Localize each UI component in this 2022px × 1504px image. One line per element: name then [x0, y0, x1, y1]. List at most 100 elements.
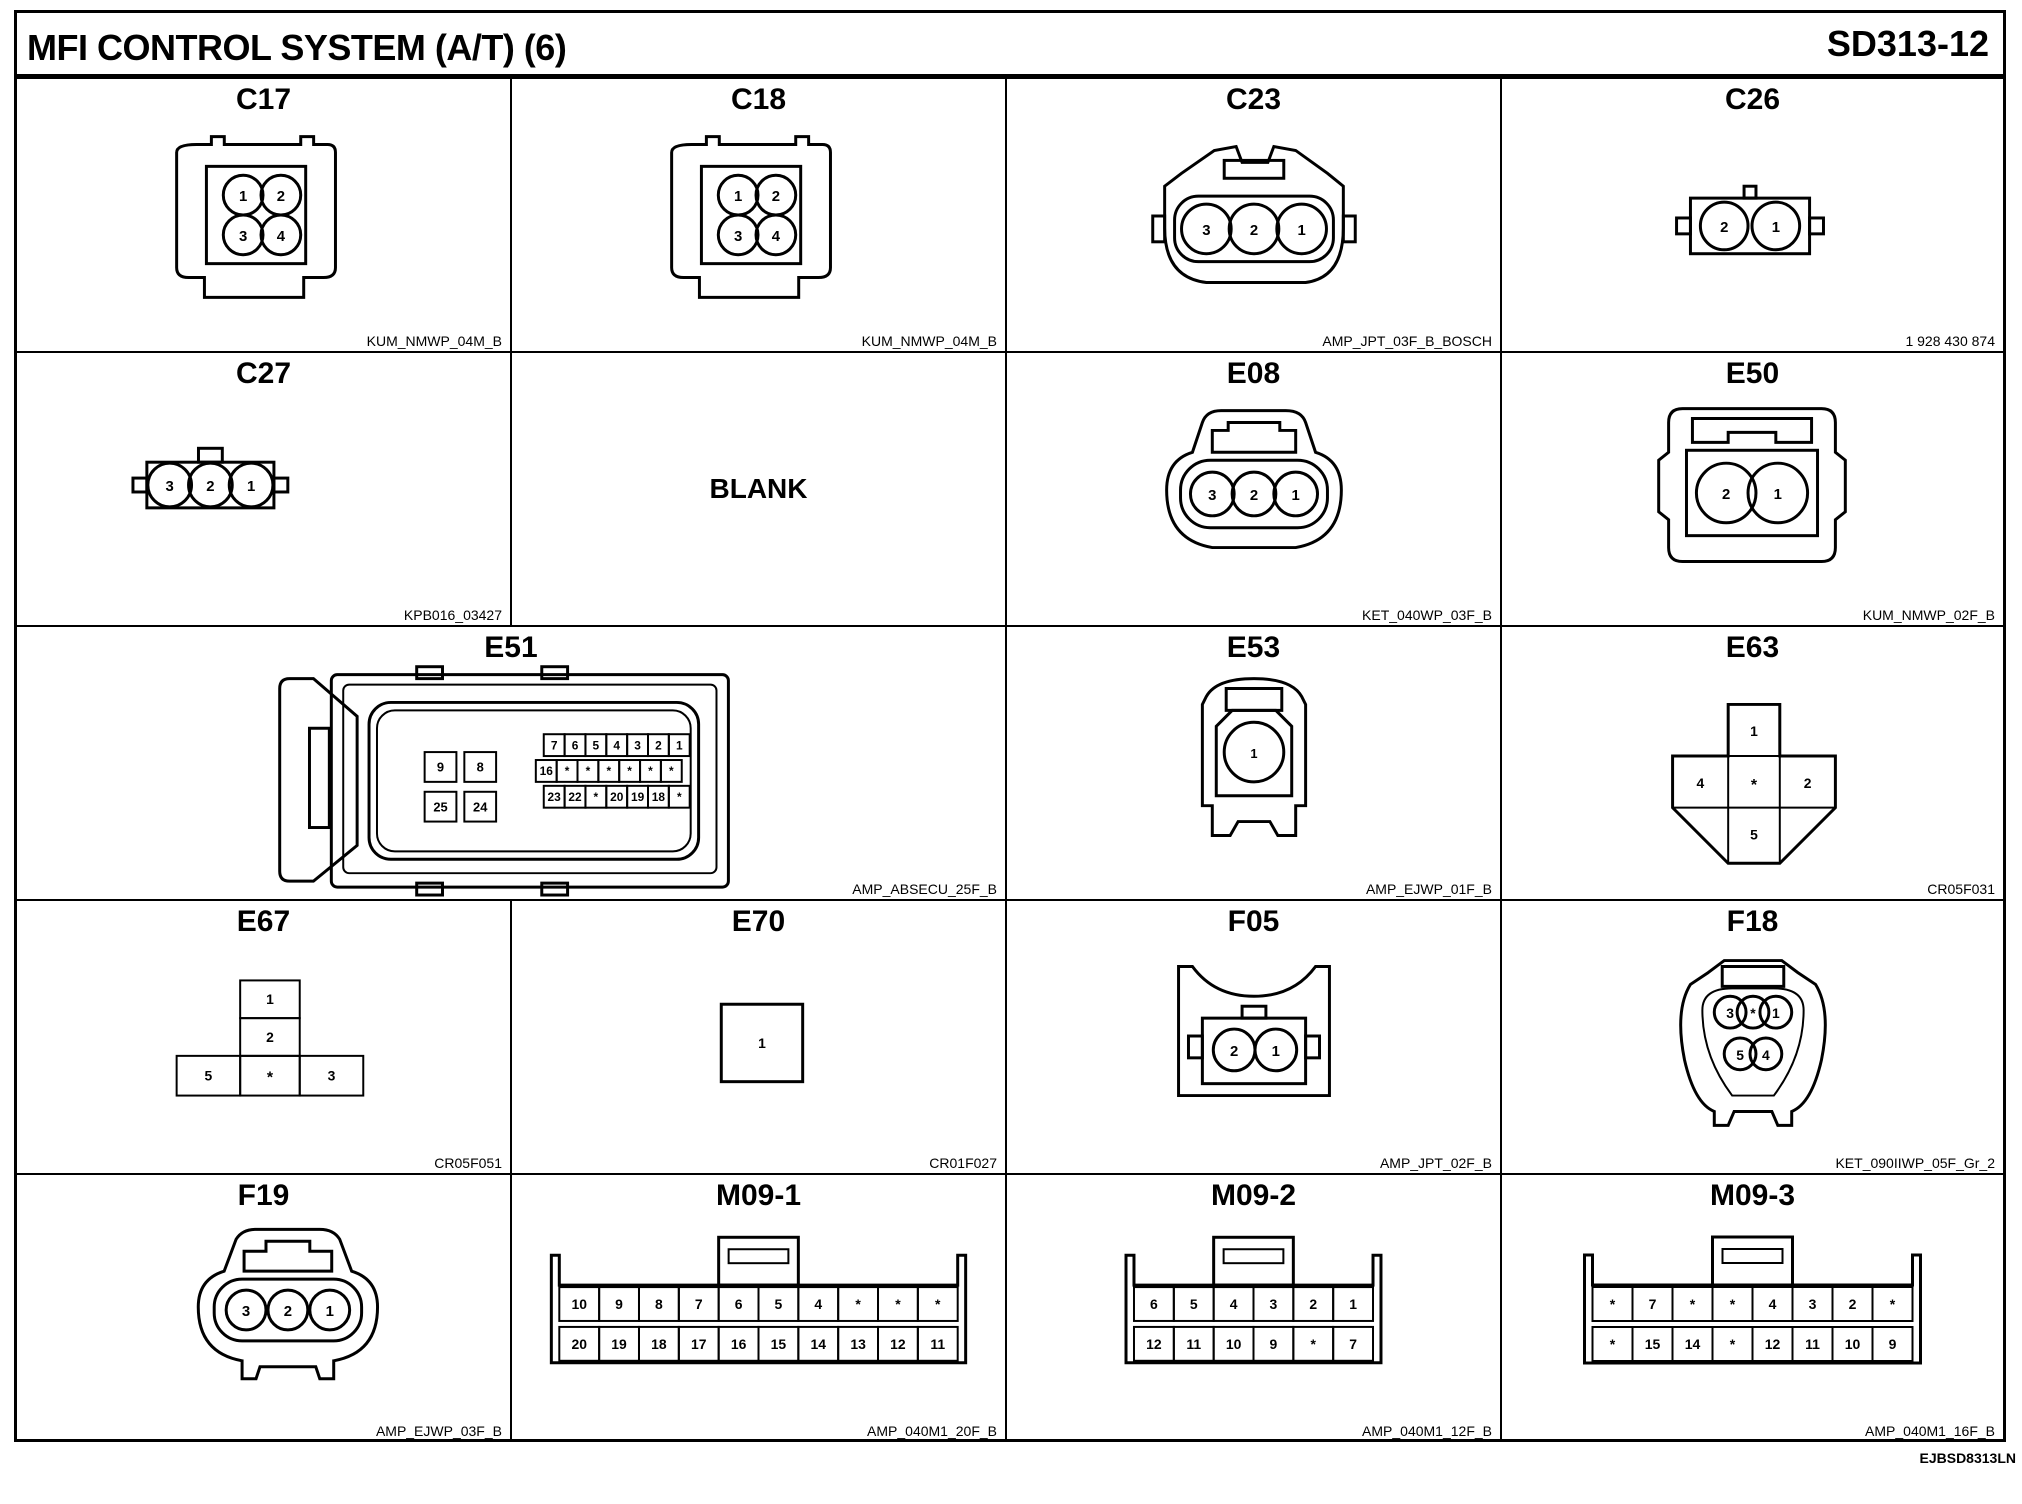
cell-e70: E70 1 CR01F027	[512, 901, 1007, 1175]
pin-label: 11	[930, 1336, 945, 1352]
pin-label: 2	[1722, 487, 1730, 503]
terminal-cavity	[1332, 1325, 1375, 1362]
pin-label: 16	[540, 764, 554, 778]
connector-name: E67	[236, 905, 291, 938]
terminal-cavity	[667, 784, 691, 809]
terminal-cavity	[1871, 1286, 1914, 1322]
pin-label: 5	[1750, 826, 1758, 842]
pin-label: 4	[277, 229, 286, 245]
pin-label: 1	[676, 738, 683, 752]
pin-label: *	[895, 1296, 901, 1312]
pin-label: 3	[1809, 1296, 1817, 1312]
pin-label: 5	[593, 738, 600, 752]
header-latch	[717, 1235, 800, 1287]
pin-label: 12	[1765, 1336, 1781, 1352]
pin-label: 1	[239, 189, 247, 205]
pin-label: 5	[775, 1296, 783, 1312]
pin-label: 3	[1202, 223, 1210, 239]
part-number: AMP_JPT_03F_B_BOSCH	[1322, 333, 1492, 349]
part-number: KUM_NMWP_04M_B	[861, 333, 997, 349]
terminal-cavity	[667, 733, 691, 758]
pin-label: 19	[611, 1336, 627, 1352]
part-number: CR05F031	[1927, 881, 1995, 897]
pin-label: 4	[1697, 775, 1705, 791]
pin-label: 2	[1804, 775, 1812, 791]
part-number: AMP_EJWP_03F_B	[375, 1423, 502, 1439]
cell-c17: C17 1 2 3 4 KUM_NMWP_04M_B	[17, 79, 512, 353]
pin-label: 5	[1736, 1047, 1744, 1063]
pin-label: 4	[1769, 1296, 1777, 1312]
connector-c26-drawing: 2 1	[1675, 184, 1825, 256]
connector-f19-drawing: 3 2 1	[196, 1227, 380, 1381]
pin-label: 19	[631, 790, 645, 804]
pin-label: 11	[1805, 1336, 1820, 1352]
pin-label: *	[1610, 1336, 1616, 1352]
pin-label: 18	[652, 790, 666, 804]
terminal-cavity	[659, 759, 683, 783]
header-housing	[1583, 1253, 1922, 1365]
pin-label: *	[669, 764, 674, 778]
pin-label: 2	[1230, 1044, 1238, 1060]
pin-label: 22	[568, 790, 582, 804]
connector-name: F18	[1726, 905, 1779, 938]
pin-label: 5	[205, 1068, 213, 1084]
pin-label: 3	[1208, 488, 1216, 504]
part-number: CR01F027	[929, 1155, 997, 1171]
pin-label: 9	[437, 760, 444, 775]
pin-label: *	[565, 764, 570, 778]
pin-label: 15	[771, 1336, 787, 1352]
pin-label: 1	[1272, 1044, 1280, 1060]
header-latch-inner	[727, 1248, 790, 1265]
pin-label: 10	[1845, 1336, 1861, 1352]
terminal-cavity	[1871, 1326, 1914, 1362]
connector-e63-drawing: 1 4 * 2 5	[1671, 702, 1837, 865]
pin-label: *	[1730, 1336, 1736, 1352]
pin-label: 4	[613, 738, 620, 752]
pin-label: 12	[890, 1336, 906, 1352]
pin-label: 2	[1250, 488, 1258, 504]
pin-label: 6	[572, 738, 579, 752]
pin-label: 2	[1250, 223, 1258, 239]
header-bar: MFI CONTROL SYSTEM (A/T) (6) SD313-12	[17, 13, 2003, 79]
pin-label: 2	[277, 189, 285, 205]
terminal-cavity	[1332, 1286, 1375, 1322]
connector-e08-drawing: 3 2 1	[1165, 409, 1343, 550]
pin-label: 16	[731, 1336, 747, 1352]
pin-label: 2	[266, 1029, 274, 1045]
cell-c26: C26 2 1 1 928 430 874	[1502, 79, 2003, 353]
part-number: CR05F051	[434, 1155, 502, 1171]
connector-name: F05	[1227, 905, 1280, 938]
pin-label: *	[935, 1296, 941, 1312]
pin-label: *	[855, 1296, 861, 1312]
connector-name: M09-2	[1210, 1179, 1297, 1212]
pin-label: 4	[814, 1296, 822, 1312]
connector-grid: C17 1 2 3 4 KUM_NMWP_04M_B C18	[17, 79, 2003, 1441]
pin-label: 25	[433, 799, 447, 814]
part-number: KPB016_03427	[403, 607, 502, 623]
part-number: AMP_040M1_20F_B	[867, 1423, 997, 1439]
pin-label: 2	[655, 738, 662, 752]
part-number: KUM_NMWP_02F_B	[1862, 607, 1995, 623]
header-housing	[549, 1253, 968, 1365]
connector-c17-drawing: 1 2 3 4	[175, 135, 337, 299]
pin-label: 24	[473, 799, 488, 814]
pin-label: 3	[242, 1303, 250, 1320]
pin-label: *	[1610, 1296, 1616, 1312]
pin-label: *	[677, 790, 682, 804]
pin-label: *	[606, 764, 611, 778]
cell-e67: E67 1 2 5 * 3 CR05F051	[17, 901, 512, 1175]
connector-f18-drawing: 3 * 1 5 4	[1679, 959, 1827, 1127]
pin-label: 1	[1750, 723, 1758, 739]
pin-label: *	[1750, 1005, 1756, 1021]
pin-label: 11	[1186, 1336, 1201, 1352]
pin-label: 7	[1349, 1336, 1357, 1352]
part-number: 1 928 430 874	[1905, 333, 1995, 349]
terminal-cavity	[423, 790, 458, 823]
part-number: AMP_EJWP_01F_B	[1365, 881, 1492, 897]
cell-e63: E63 1 4 * 2 5 CR05F031	[1502, 627, 2003, 901]
cell-e53: E53 1 AMP_EJWP_01F_B	[1007, 627, 1502, 901]
